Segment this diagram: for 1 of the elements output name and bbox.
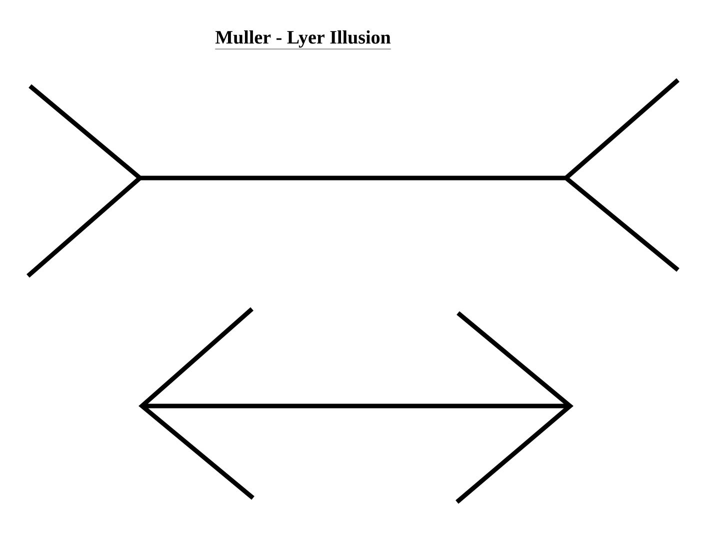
title: Muller - Lyer Illusion xyxy=(214,30,392,50)
